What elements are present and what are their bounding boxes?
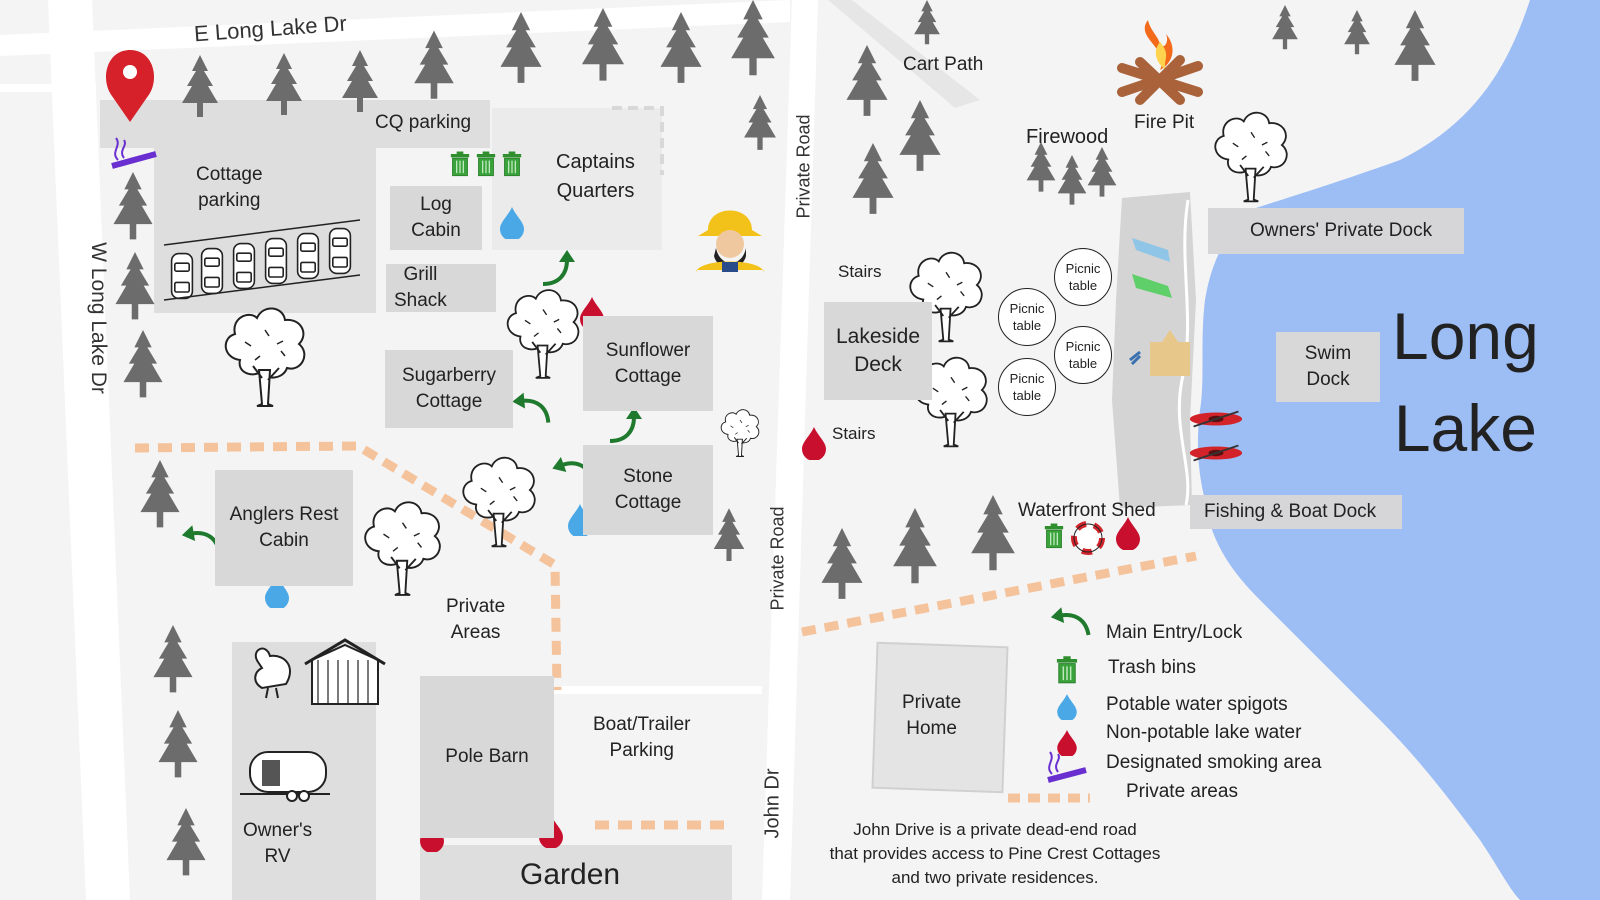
pole-barn-label: Pole Barn: [445, 746, 529, 767]
picnic-table-3: Picnic table: [1054, 326, 1112, 384]
swim-dock: Swim Dock: [1276, 332, 1380, 402]
boat-trailer-parking-label: Boat/Trailer Parking: [593, 714, 691, 761]
sugarberry-cottage: Sugarberry Cottage: [385, 350, 513, 428]
legend-main-entry-label: Main Entry/Lock: [1106, 622, 1243, 643]
stone-cottage-label: Stone Cottage: [614, 466, 682, 513]
waterfront-shed-label: Waterfront Shed: [1018, 500, 1156, 521]
road-label-private-road-lower: Private Road: [767, 506, 788, 611]
owners-rv-label: Owner's RV: [243, 820, 313, 867]
lake-name-label: Long Lake: [1392, 299, 1539, 465]
cottage-parking-label: Cottage parking: [196, 164, 263, 211]
fishing-boat-dock: Fishing & Boat Dock: [1190, 495, 1402, 529]
john-drive-note-line-1: John Drive is a private dead-end road: [853, 820, 1137, 839]
legend-potable-water-label: Potable water spigots: [1106, 694, 1288, 715]
picnic-table-1: Picnic table: [1054, 248, 1112, 306]
legend-private-areas: Private areas: [1126, 781, 1238, 803]
road-label-john-dr: John Dr: [761, 768, 784, 839]
firewood-label: Firewood: [1026, 126, 1109, 148]
legend-private-areas-label: Private areas: [1126, 781, 1238, 802]
cart-path-label: Cart Path: [903, 54, 984, 75]
anglers-rest-cabin: Anglers Rest Cabin: [215, 470, 353, 586]
grill-shack: Grill Shack: [386, 264, 496, 312]
stairs-upper-label: Stairs: [838, 262, 882, 281]
swim-dock-label: Swim Dock: [1304, 343, 1352, 390]
owners-private-dock-label: Owners' Private Dock: [1250, 220, 1433, 241]
picnic-table-2: Picnic table: [998, 288, 1056, 346]
picnic-table-1-label: Picnic table: [1065, 261, 1101, 293]
legend-potable-water: Potable water spigots: [1106, 694, 1288, 716]
legend-main-entry: Main Entry/Lock: [1106, 622, 1242, 644]
fire-pit-label: Fire Pit: [1134, 112, 1195, 133]
stone-cottage: Stone Cottage: [583, 445, 713, 535]
fishing-boat-dock-label: Fishing & Boat Dock: [1204, 501, 1377, 522]
picnic-table-3-label: Picnic table: [1065, 339, 1101, 371]
john-drive-note: John Drive is a private dead-end road th…: [800, 818, 1190, 890]
john-drive-note-line-2: that provides access to Pine Crest Cotta…: [829, 844, 1161, 863]
sunflower-cottage: Sunflower Cottage: [583, 316, 713, 411]
legend-trash-bins-label: Trash bins: [1108, 657, 1196, 678]
picnic-table-2-label: Picnic table: [1009, 301, 1045, 333]
sunflower-cottage-label: Sunflower Cottage: [605, 339, 691, 387]
lakeside-deck: Lakeside Deck: [824, 302, 932, 400]
road-label-w-long-lake-dr: W Long Lake Dr: [86, 242, 110, 394]
pole-barn: Pole Barn: [420, 676, 554, 838]
garden-label: Garden: [520, 858, 621, 891]
anglers-rest-cabin-label: Anglers Rest Cabin: [229, 504, 339, 551]
private-home-label: Private Home: [902, 692, 962, 739]
owners-private-dock: Owners' Private Dock: [1208, 208, 1464, 254]
lakeside-deck-label: Lakeside Deck: [835, 325, 921, 376]
legend-non-potable-water: Non-potable lake water: [1106, 722, 1301, 744]
log-cabin-label: Log Cabin: [411, 194, 461, 241]
captains-quarters-label: Captains Quarters: [556, 151, 635, 202]
road-label-private-road-upper: Private Road: [793, 114, 814, 219]
log-cabin: Log Cabin: [390, 186, 482, 250]
picnic-table-4-label: Picnic table: [1009, 371, 1045, 403]
legend-non-potable-water-label: Non-potable lake water: [1106, 722, 1302, 743]
legend-smoking-area: Designated smoking area: [1106, 752, 1321, 774]
stairs-lower-label: Stairs: [832, 424, 876, 443]
private-areas-label: Private Areas: [446, 596, 506, 643]
legend-smoking-area-label: Designated smoking area: [1106, 752, 1322, 773]
sugarberry-cottage-label: Sugarberry Cottage: [402, 365, 496, 412]
grill-shack-label: Grill Shack: [394, 264, 447, 311]
picnic-table-4: Picnic table: [998, 358, 1056, 416]
john-drive-note-line-3: and two private residences.: [891, 868, 1099, 887]
legend-trash-bins: Trash bins: [1108, 657, 1196, 679]
cq-parking-label: CQ parking: [375, 112, 472, 133]
